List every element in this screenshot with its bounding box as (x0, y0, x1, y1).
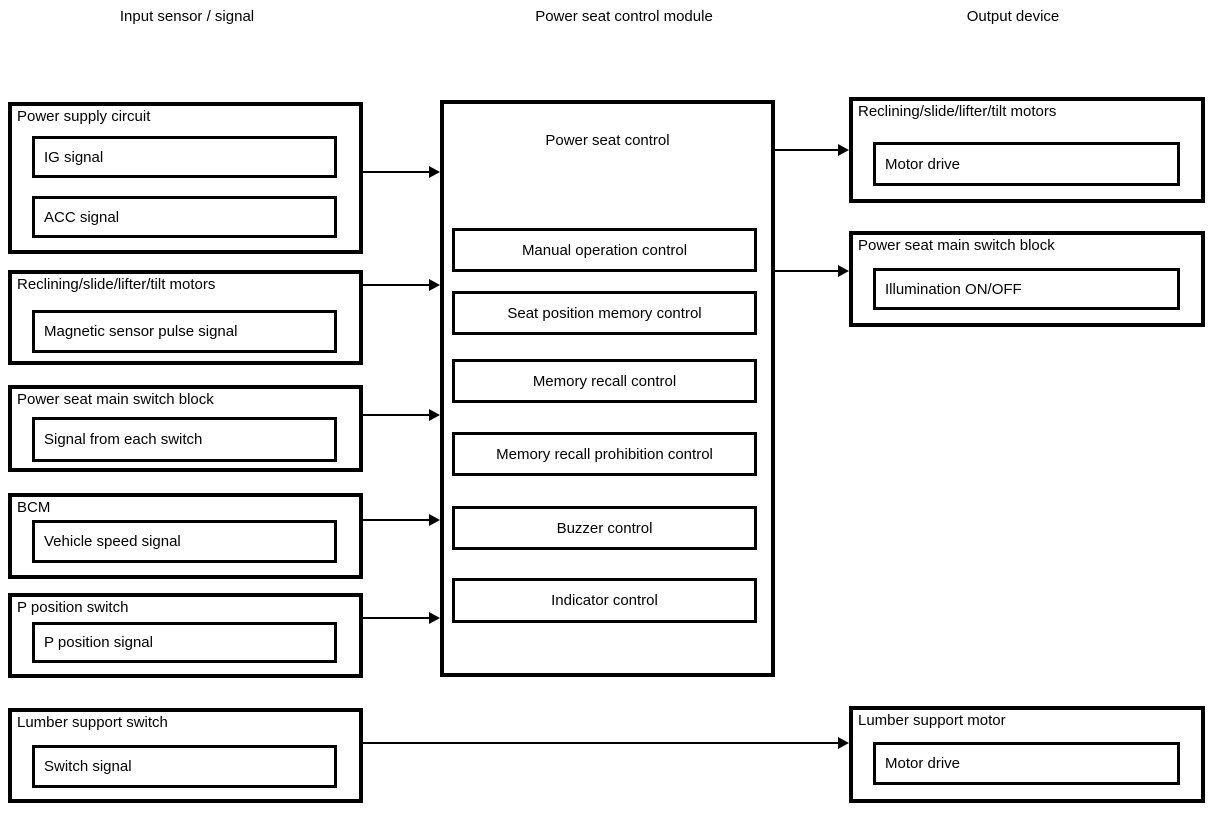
function-box-manual-operation-control: Manual operation control (452, 228, 757, 272)
box-title: Lumber support motor (858, 712, 1006, 729)
box-title: Power supply circuit (17, 108, 151, 125)
arrow-line (775, 270, 840, 272)
column-header-module: Power seat control module (535, 8, 713, 25)
arrow-head-icon (429, 166, 440, 178)
function-label: Memory recall prohibition control (496, 445, 713, 463)
signal-box-ig-signal: IG signal (32, 136, 337, 178)
signal-label: Switch signal (44, 758, 132, 775)
output-box-main-switch-block: Power seat main switch block Illuminatio… (849, 231, 1205, 327)
input-box-p-position-switch: P position switch P position signal (8, 593, 363, 678)
arrow-head-icon (838, 144, 849, 156)
function-box-seat-position-memory-control: Seat position memory control (452, 291, 757, 335)
arrow-line (363, 617, 431, 619)
output-box-lumber-support-motor: Lumber support motor Motor drive (849, 706, 1205, 803)
box-title: Reclining/slide/lifter/tilt motors (17, 276, 216, 293)
function-box-buzzer-control: Buzzer control (452, 506, 757, 550)
output-box-reclining-motors: Reclining/slide/lifter/tilt motors Motor… (849, 97, 1205, 203)
signal-label: Motor drive (885, 755, 961, 772)
box-title: P position switch (17, 599, 129, 616)
signal-label: P position signal (44, 634, 153, 651)
signal-label: Vehicle speed signal (44, 533, 181, 550)
arrow-head-icon (838, 265, 849, 277)
column-header-output: Output device (966, 8, 1060, 25)
arrow-bcm-to-module (363, 514, 440, 526)
arrow-head-icon (429, 409, 440, 421)
signal-label: Magnetic sensor pulse signal (44, 323, 238, 340)
power-seat-control-module-box: Power seat control Manual operation cont… (440, 100, 775, 677)
function-label: Buzzer control (556, 519, 653, 537)
arrow-line (363, 171, 431, 173)
arrow-line (363, 284, 431, 286)
function-box-indicator-control: Indicator control (452, 578, 757, 623)
box-title: Power seat main switch block (17, 391, 214, 408)
arrow-head-icon (838, 737, 849, 749)
box-title: Reclining/slide/lifter/tilt motors (858, 103, 1057, 120)
signal-label: IG signal (44, 148, 104, 166)
box-title: BCM (17, 499, 51, 516)
signal-label: ACC signal (44, 208, 120, 226)
signal-label: Illumination ON/OFF (885, 280, 1022, 298)
input-box-bcm: BCM Vehicle speed signal (8, 493, 363, 579)
box-title: Lumber support switch (17, 714, 168, 731)
arrow-line (363, 414, 431, 416)
arrow-p-position-to-module (363, 612, 440, 624)
signal-box-p-position-signal: P position signal (32, 622, 337, 663)
signal-box-motor-drive: Motor drive (873, 142, 1180, 186)
column-header-input: Input sensor / signal (119, 8, 255, 25)
signal-box-signal-from-each-switch: Signal from each switch (32, 417, 337, 462)
input-box-reclining-motors: Reclining/slide/lifter/tilt motors Magne… (8, 270, 363, 365)
arrow-power-supply-to-module (363, 166, 440, 178)
function-label: Manual operation control (521, 241, 688, 259)
function-label: Memory recall control (532, 372, 677, 390)
function-box-memory-recall-prohibition-control: Memory recall prohibition control (452, 432, 757, 476)
box-title: Power seat main switch block (858, 237, 1055, 254)
arrow-main-switch-to-module (363, 409, 440, 421)
input-box-power-supply-circuit: Power supply circuit IG signal ACC signa… (8, 102, 363, 254)
signal-box-switch-signal: Switch signal (32, 745, 337, 788)
input-box-lumber-support-switch: Lumber support switch Switch signal (8, 708, 363, 803)
signal-label: Signal from each switch (44, 431, 203, 448)
signal-box-acc-signal: ACC signal (32, 196, 337, 238)
arrow-line (363, 519, 431, 521)
arrow-head-icon (429, 612, 440, 624)
signal-box-illumination-on-off: Illumination ON/OFF (873, 268, 1180, 310)
module-title: Power seat control (545, 132, 670, 149)
signal-label: Motor drive (885, 155, 961, 173)
arrow-reclining-motors-to-module (363, 279, 440, 291)
arrow-line (775, 149, 840, 151)
arrow-head-icon (429, 279, 440, 291)
function-label: Indicator control (551, 592, 658, 609)
arrow-module-to-reclining-motors (775, 144, 849, 156)
arrow-line (363, 742, 840, 744)
signal-box-vehicle-speed: Vehicle speed signal (32, 520, 337, 563)
arrow-module-to-main-switch-block (775, 265, 849, 277)
signal-box-magnetic-sensor-pulse: Magnetic sensor pulse signal (32, 310, 337, 353)
function-label: Seat position memory control (507, 304, 702, 322)
signal-box-motor-drive: Motor drive (873, 742, 1180, 785)
arrow-head-icon (429, 514, 440, 526)
arrow-lumber-switch-to-lumber-motor (363, 737, 849, 749)
function-box-memory-recall-control: Memory recall control (452, 359, 757, 403)
input-box-main-switch-block: Power seat main switch block Signal from… (8, 385, 363, 472)
